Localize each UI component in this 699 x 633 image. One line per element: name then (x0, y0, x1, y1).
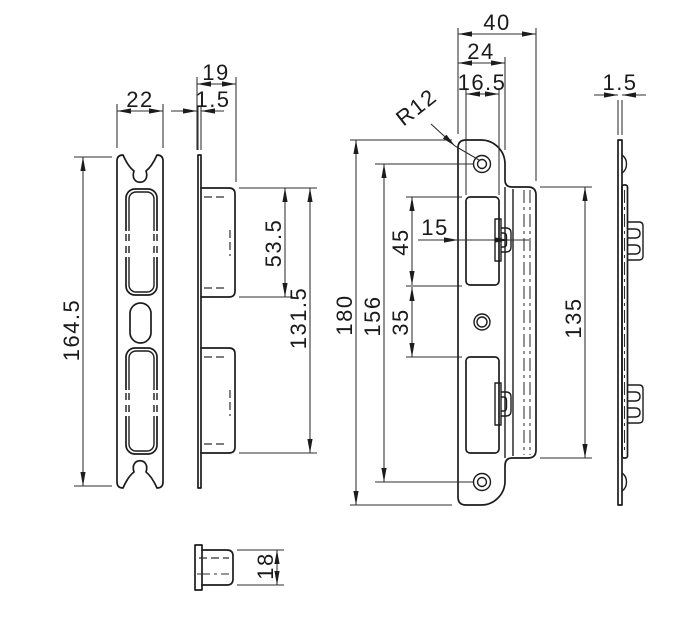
bolt-opening (465, 356, 500, 454)
bolt-cutout-edge-dashes (125, 393, 158, 412)
top-screw-hole-inner (476, 158, 488, 170)
section-box (201, 549, 234, 586)
faceplate-edge (197, 154, 202, 489)
dims-faceplate-front: 22 164.5 (59, 87, 164, 487)
faceplate-outline (116, 154, 164, 489)
dim-front-lip-height: 135 (561, 297, 586, 338)
side-lip-edge (621, 184, 629, 459)
dim-front-total-width: 40 (483, 10, 510, 35)
view-faceplate-front (116, 154, 164, 489)
bolt-cutout-outer (125, 347, 158, 455)
upper-dust-box (200, 187, 236, 298)
dim-edge-plate-thickness: 1.5 (195, 87, 230, 112)
bottom-screw-hole-inner (476, 476, 488, 488)
dim-face-width: 22 (126, 87, 153, 112)
latch-cutout-outer (125, 188, 158, 296)
dim-front-latch-cutout-height: 45 (388, 228, 413, 255)
bottom-countersink-bump (621, 472, 628, 492)
dim-front-cutout-gap: 35 (388, 308, 413, 335)
center-hole-outer (473, 313, 491, 331)
latch-cutout-edge-dashes (125, 234, 158, 253)
top-countersink-bump (621, 154, 628, 174)
dim-side-plate-thickness: 1.5 (602, 70, 637, 95)
dims-strike-front: 40 24 16.5 R12 180 156 45 35 15 135 (332, 10, 592, 506)
latch-cutout-inner (128, 191, 155, 293)
dust-box-hidden-lines (204, 196, 231, 445)
dim-front-corner-radius: R12 (391, 83, 442, 130)
bolt-adjust-tab (494, 382, 512, 426)
side-lower-tab (627, 384, 644, 424)
top-screw-hole-outer (472, 154, 492, 174)
dims-bottom-section: 18 (237, 549, 284, 586)
dim-front-hole-spacing: 156 (360, 295, 385, 336)
lower-dust-box (200, 347, 236, 454)
dims-strike-side: 1.5 (594, 70, 646, 135)
bottom-screw-hole-outer (472, 472, 492, 492)
view-faceplate-side (197, 154, 236, 489)
side-upper-tab (627, 221, 644, 261)
center-hole-inner (476, 316, 488, 328)
dim-front-total-height: 180 (332, 294, 357, 335)
dim-edge-box-span: 131.5 (286, 287, 311, 350)
dim-front-plate-width: 24 (467, 39, 494, 64)
section-flange (194, 544, 203, 591)
dim-face-height: 164.5 (59, 299, 84, 362)
dim-section-depth: 18 (253, 552, 278, 579)
bolt-cutout-inner (128, 350, 155, 452)
view-bottom-section (194, 544, 234, 591)
dim-edge-upper-box-height: 53.5 (261, 219, 286, 268)
view-strike-side (617, 139, 644, 506)
dims-faceplate-side: 19 1.5 53.5 131.5 (171, 60, 317, 454)
view-strike-front (457, 139, 537, 506)
dim-front-cutout-width: 16.5 (458, 70, 507, 95)
center-slot (129, 302, 152, 344)
strike-plate-outline (457, 139, 537, 506)
dim-front-tab-offset: 15 (421, 215, 448, 240)
latch-opening (465, 196, 500, 286)
dim-edge-depth: 19 (202, 60, 229, 85)
